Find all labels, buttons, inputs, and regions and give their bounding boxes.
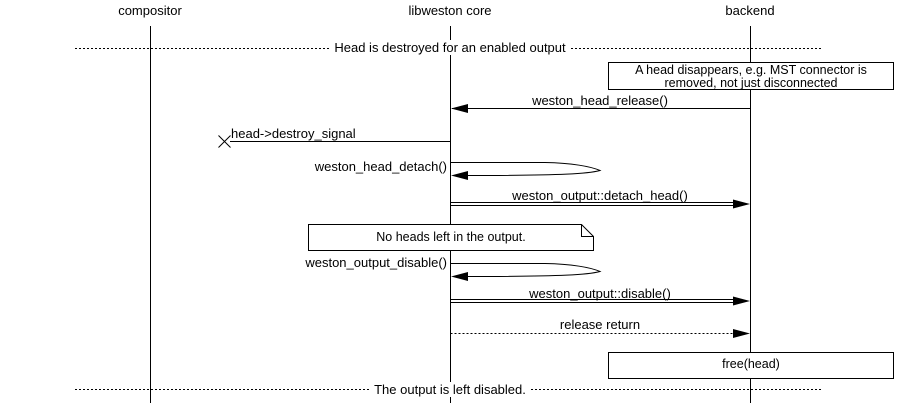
- note-box-free-head: [608, 352, 894, 379]
- actor-label-compositor: compositor: [118, 3, 182, 18]
- divider-top-text: Head is destroyed for an enabled output: [331, 40, 569, 55]
- message-label-weston-head-detach: weston_head_detach(): [314, 159, 447, 174]
- message-label-release-return: release return: [559, 317, 641, 332]
- actor-label-backend: backend: [725, 3, 775, 18]
- message-label-weston-head-release: weston_head_release(): [532, 93, 668, 108]
- note-text-free-head: free(head): [722, 357, 780, 371]
- note-folded-no-heads: [308, 224, 594, 251]
- message-label-detach-head: weston_output::detach_head(): [512, 188, 688, 203]
- divider-bottom: The output is left disabled.: [0, 382, 900, 397]
- message-label-destroy-signal: head->destroy_signal: [231, 126, 356, 141]
- note-fold-corner: [581, 224, 594, 237]
- arrowhead-output-disable: [733, 296, 750, 306]
- lost-message-cross-icon: [218, 135, 231, 148]
- message-label-output-disable: weston_output::disable(): [529, 286, 671, 301]
- note-box-head-disappears: [608, 62, 894, 90]
- actor-label-libweston-core: libweston core: [408, 3, 492, 18]
- divider-top: Head is destroyed for an enabled output: [0, 40, 900, 55]
- note-text-head-disappears: A head disappears, e.g. MST connector is…: [635, 63, 867, 90]
- divider-bottom-text: The output is left disabled.: [371, 382, 529, 397]
- selfloop-weston-head-detach: [450, 162, 602, 176]
- arrowhead-weston-output-disable: [451, 272, 468, 281]
- selfloop-weston-output-disable: [450, 263, 602, 277]
- arrowhead-weston-head-detach: [451, 171, 468, 180]
- arrowhead-release-return: [733, 329, 750, 338]
- message-label-weston-output-disable: weston_output_disable(): [305, 255, 447, 270]
- arrowhead-weston-head-release: [451, 104, 468, 113]
- arrowhead-detach-head: [733, 199, 750, 209]
- note-text-no-heads-left: No heads left in the output.: [376, 230, 526, 244]
